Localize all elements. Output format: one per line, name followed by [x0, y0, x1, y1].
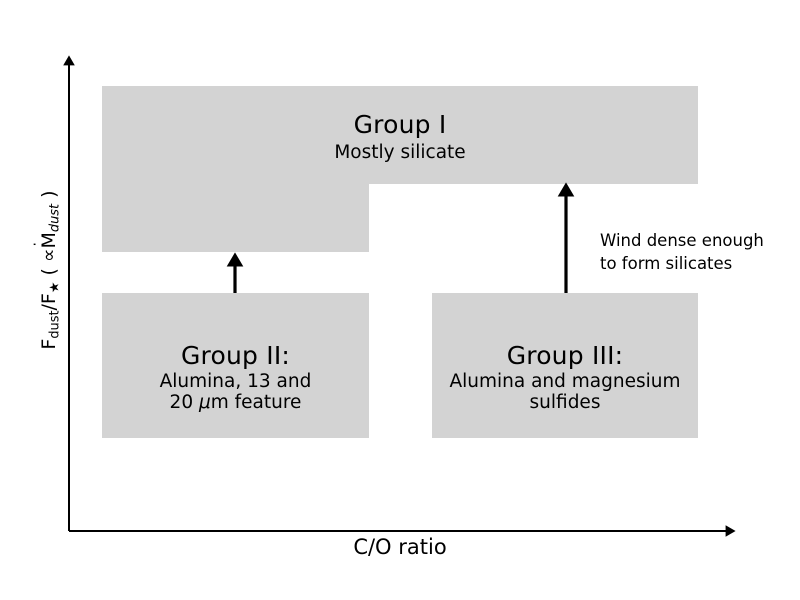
group-3-box: [432, 293, 698, 438]
annotation-line-1: Wind dense enough: [600, 231, 764, 250]
group-3-subtitle-line1: Alumina and magnesium: [449, 370, 681, 392]
annotation-line-2: to form silicates: [600, 253, 733, 273]
group-3-title: Group III:: [506, 341, 624, 370]
group-2-box: [102, 293, 369, 438]
x-axis-label: C/O ratio: [353, 535, 447, 559]
group-1-label: Group I Mostly silicate: [0, 110, 800, 163]
group-2-subtitle-line2: 20 μm feature: [169, 392, 302, 414]
group-1-polygon: [102, 86, 698, 252]
group-2-subtitle-line1: Alumina, 13 and: [159, 370, 312, 392]
group-1-subtitle: Mostly silicate: [334, 141, 466, 163]
group-1-title: Group I: [353, 110, 447, 139]
annotation-wind-dense: Wind dense enough to form silicates: [600, 230, 764, 276]
group-2-label: Group II: Alumina, 13 and 20 μm feature: [102, 341, 369, 414]
group-3-label: Group III: Alumina and magnesium sulfide…: [432, 341, 698, 414]
group-3-subtitle-line2: sulfides: [529, 392, 601, 414]
group-2-title: Group II:: [180, 341, 291, 370]
